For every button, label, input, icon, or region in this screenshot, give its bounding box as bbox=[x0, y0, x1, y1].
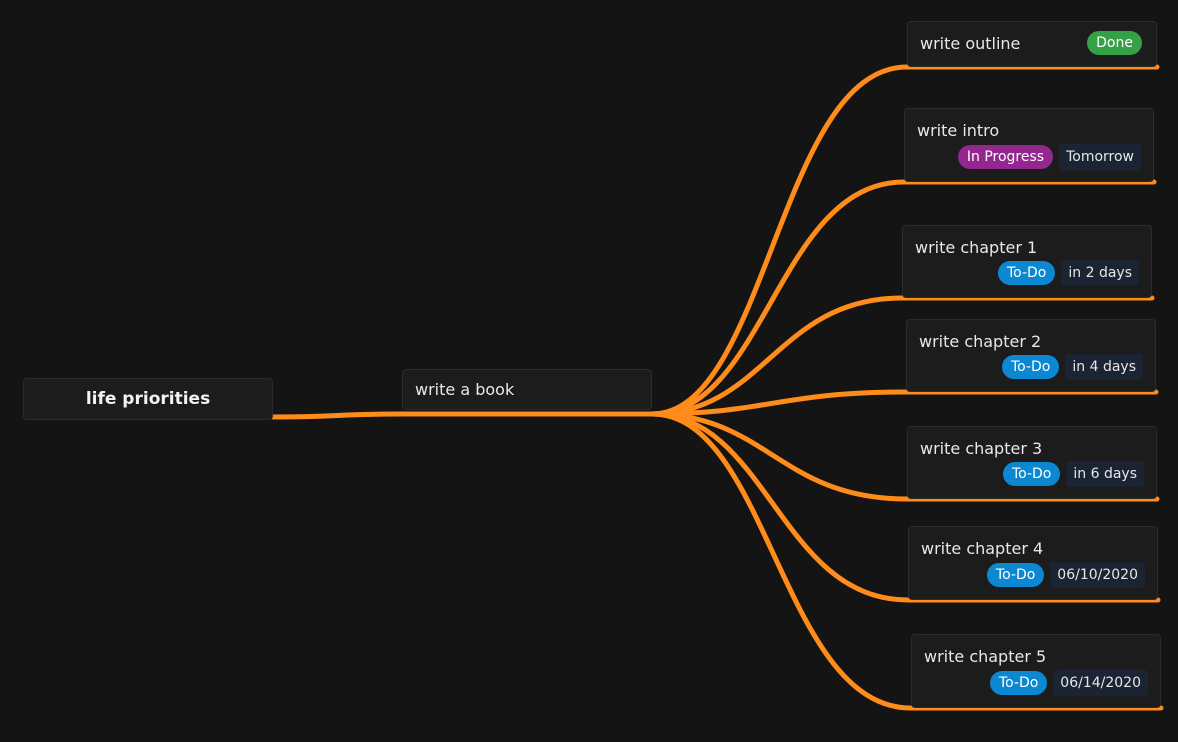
root-node[interactable]: life priorities bbox=[23, 378, 273, 420]
status-badge[interactable]: To-Do bbox=[1002, 462, 1061, 486]
task-title: write chapter 4 bbox=[921, 539, 1044, 558]
task-title: write chapter 2 bbox=[919, 332, 1042, 351]
task-node-write-intro[interactable]: write intro In Progress Tomorrow bbox=[904, 108, 1154, 182]
task-node-write-outline[interactable]: write outline Done bbox=[907, 21, 1157, 67]
parent-node-label: write a book bbox=[415, 380, 515, 399]
task-node-write-chapter-1[interactable]: write chapter 1 To-Do in 2 days bbox=[902, 225, 1152, 298]
status-badge[interactable]: To-Do bbox=[997, 261, 1056, 285]
task-node-write-chapter-4[interactable]: write chapter 4 To-Do 06/10/2020 bbox=[908, 526, 1158, 600]
status-badge[interactable]: In Progress bbox=[957, 145, 1054, 169]
task-connector bbox=[649, 64, 910, 417]
task-title: write chapter 3 bbox=[920, 439, 1043, 458]
task-connector bbox=[649, 389, 909, 417]
parent-node[interactable]: write a book bbox=[402, 369, 652, 410]
root-node-label: life priorities bbox=[85, 389, 211, 409]
status-badge[interactable]: To-Do bbox=[986, 563, 1045, 587]
task-node-write-chapter-3[interactable]: write chapter 3 To-Do in 6 days bbox=[907, 426, 1157, 499]
task-node-write-chapter-2[interactable]: write chapter 2 To-Do in 4 days bbox=[906, 319, 1156, 392]
task-title: write intro bbox=[917, 121, 1000, 140]
task-title: write chapter 1 bbox=[915, 238, 1038, 257]
task-title: write outline bbox=[920, 34, 1021, 53]
due-date-badge[interactable]: in 4 days bbox=[1065, 354, 1143, 380]
task-title: write chapter 5 bbox=[924, 647, 1047, 666]
task-node-write-chapter-5[interactable]: write chapter 5 To-Do 06/14/2020 bbox=[911, 634, 1161, 708]
status-badge[interactable]: To-Do bbox=[989, 671, 1048, 695]
due-date-badge[interactable]: 06/10/2020 bbox=[1050, 562, 1145, 588]
status-badge[interactable]: To-Do bbox=[1001, 355, 1060, 379]
due-date-badge[interactable]: in 6 days bbox=[1066, 461, 1144, 487]
task-connector bbox=[649, 411, 914, 711]
root-to-parent-connector bbox=[270, 411, 405, 420]
task-connector bbox=[649, 411, 910, 502]
due-date-badge[interactable]: 06/14/2020 bbox=[1053, 670, 1148, 696]
task-connector bbox=[649, 179, 907, 417]
due-date-badge[interactable]: in 2 days bbox=[1061, 260, 1139, 286]
task-connector bbox=[649, 295, 905, 417]
status-badge[interactable]: Done bbox=[1087, 31, 1142, 55]
task-connector bbox=[649, 411, 911, 603]
due-date-badge[interactable]: Tomorrow bbox=[1059, 144, 1141, 170]
